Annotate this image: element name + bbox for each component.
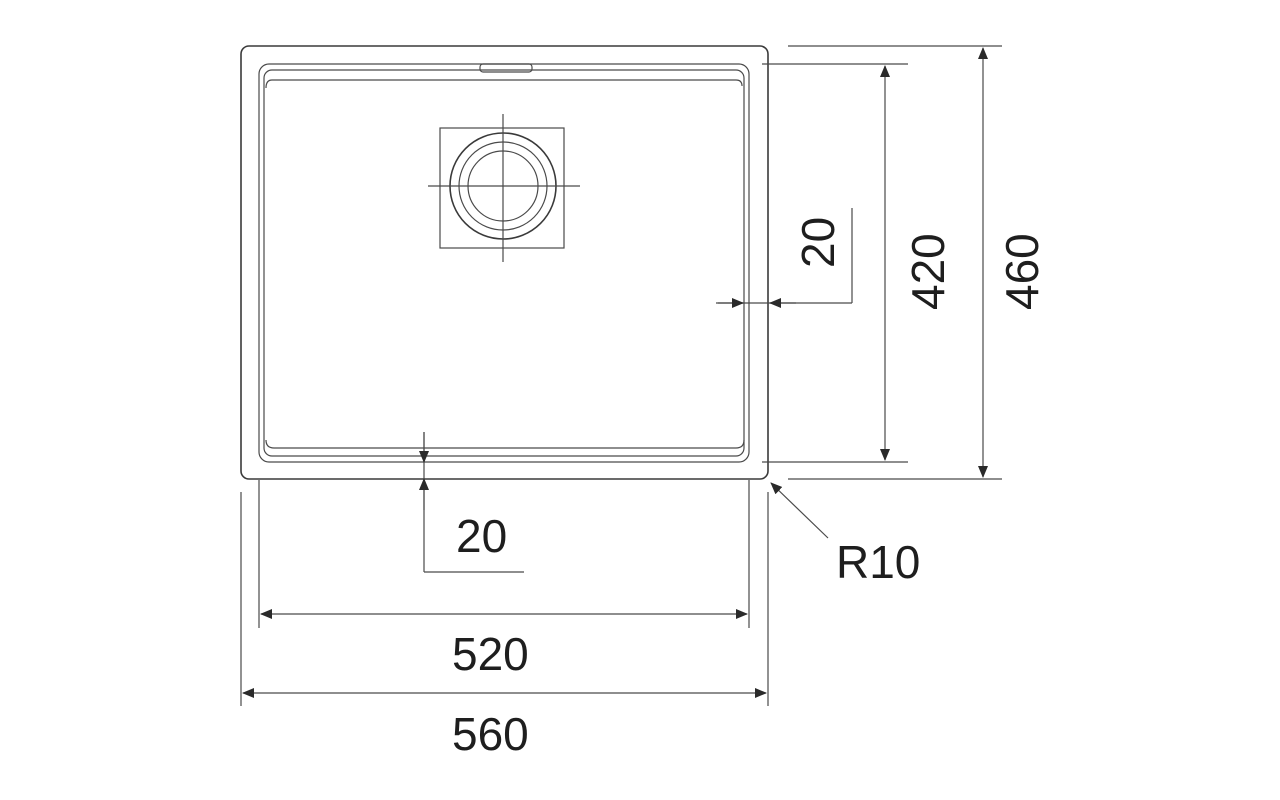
bowl-edge-bottom: [265, 439, 745, 449]
outer-height-label: 460: [996, 233, 1048, 310]
inner-width-label: 520: [452, 628, 529, 680]
bowl-edge-top-left: [265, 79, 273, 89]
drain-plate: [439, 127, 565, 249]
side-offset-label: 20: [792, 217, 844, 268]
outer-width-label: 560: [452, 708, 529, 760]
bowl-rim-outer: [258, 63, 750, 463]
corner-radius-label: R10: [836, 536, 920, 588]
bowl-rim-inner: [263, 69, 745, 457]
bowl-edge-top: [272, 79, 743, 87]
corner-radius-leader: [770, 482, 829, 539]
inner-height-label: 420: [902, 233, 954, 310]
bottom-offset-label: 20: [456, 510, 507, 562]
overflow-slot: [479, 63, 533, 73]
sink-outer-outline: [240, 45, 769, 480]
